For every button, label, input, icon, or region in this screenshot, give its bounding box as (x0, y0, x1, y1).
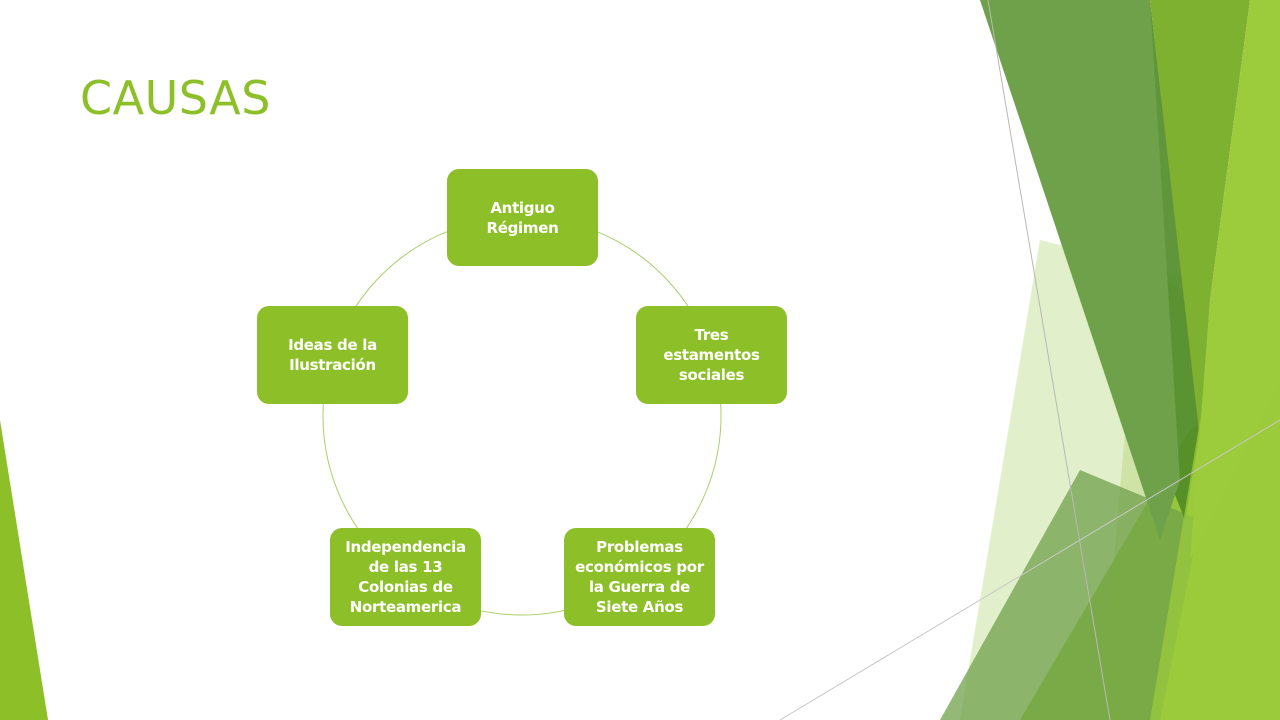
cycle-node-problemas-economicos: Problemas económicos por la Guerra de Si… (564, 528, 715, 626)
facet-mid-green-lower (940, 470, 1200, 720)
slide-title: CAUSAS (80, 71, 271, 125)
cycle-node-ideas-ilustracion: Ideas de la Ilustración (257, 306, 408, 404)
facet-olive-top (980, 0, 1180, 540)
node-label: Problemas económicos por la Guerra de Si… (575, 538, 704, 616)
node-label: Independencia de las 13 Colonias de Nort… (345, 538, 466, 616)
cycle-node-tres-estamentos: Tres estamentos sociales (636, 306, 787, 404)
node-label: Antiguo Régimen (486, 198, 559, 237)
facet-lime-mid (1150, 370, 1280, 720)
thin-line-2 (779, 419, 1280, 720)
cycle-node-independencia: Independencia de las 13 Colonias de Nort… (330, 528, 481, 626)
thin-line-1 (987, 0, 1111, 720)
facet-right-bright (1150, 0, 1250, 440)
cycle-node-antiguo-regimen: Antiguo Régimen (447, 169, 598, 266)
node-label: Ideas de la Ilustración (288, 336, 377, 374)
left-sliver (0, 420, 48, 720)
node-label: Tres estamentos sociales (663, 326, 760, 384)
